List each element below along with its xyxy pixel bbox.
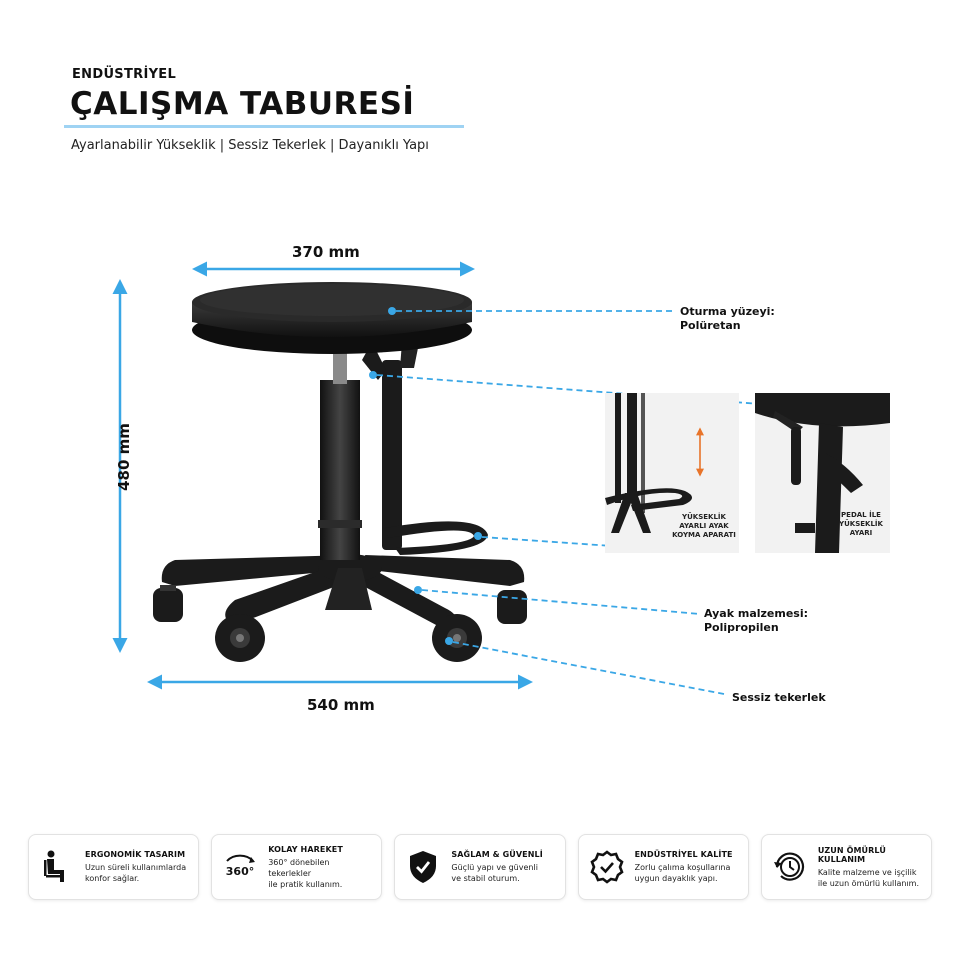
caster-back-left (153, 585, 183, 622)
product-illustration (112, 261, 761, 695)
feature-card-durability: UZUN ÖMÜRLÜ KULLANIM Kalite malzeme ve i… (760, 834, 933, 900)
eyebrow-label: ENDÜSTRİYEL (72, 67, 177, 82)
base-width-label: 540 mm (307, 696, 375, 714)
page-title: ÇALIŞMA TABURESİ (70, 86, 415, 122)
footrest-caption-line: KOYMA APARATI (672, 531, 736, 539)
seated-person-icon (37, 847, 77, 887)
seat-width-label: 370 mm (292, 243, 360, 261)
feature-title: UZUN ÖMÜRLÜ KULLANIM (817, 845, 886, 864)
seat-material-value: Polüretan (680, 319, 741, 332)
height-label: 480 mm (114, 423, 133, 491)
feature-desc-line: uygun dayaklık yapı. (634, 874, 718, 883)
feature-desc-line: Güçlü yapı ve güvenli (451, 863, 538, 872)
seat-material-title: Oturma yüzeyi: (680, 305, 775, 318)
wheel-callout: Sessiz tekerlek (732, 691, 826, 704)
quality-badge-icon (587, 847, 627, 887)
feature-card-safety: SAĞLAM & GÜVENLİ Güçlü yapı ve güvenli v… (394, 834, 566, 900)
feature-desc-line: ile pratik kullanım. (268, 879, 343, 889)
footrest-detail-illustration (605, 393, 704, 533)
feature-description: 360° dönebilen tekerlekler ile pratik ku… (268, 857, 373, 890)
title-underline (64, 125, 464, 128)
feature-desc-line: Zorlu çalıma koşullarına (634, 863, 731, 872)
shield-check-icon (403, 847, 443, 887)
feature-desc-line: konfor sağlar. (85, 874, 140, 883)
seat-material-callout: Oturma yüzeyi: Polüretan (680, 305, 775, 333)
rotate-360-icon: 360° (220, 847, 260, 887)
feature-desc-line: Uzun süreli kullanımlarda (85, 863, 187, 872)
pedal-caption-line: AYARI (849, 529, 873, 537)
feature-desc-line: ve stabil oturum. (451, 874, 520, 883)
feature-desc-line: Kalite malzeme ve işçilik (817, 867, 917, 877)
pedal-detail-illustration (755, 393, 890, 553)
callout-footrest-leader (474, 532, 613, 547)
stool (153, 282, 527, 662)
callout-base-leader (414, 586, 701, 615)
clock-cycle-icon (770, 847, 810, 887)
feature-title: KOLAY HAREKET (268, 844, 343, 854)
feature-description: Kalite malzeme ve işçilik ile uzun ömürl… (818, 867, 923, 889)
feature-card-quality: ENDÜSTRİYEL KALİTE Zorlu çalıma koşullar… (577, 834, 749, 900)
footrest-caption: YÜKSEKLİK AYARLI AYAK KOYMA APARATI (669, 513, 739, 540)
rotate-360-badge: 360° (226, 865, 254, 878)
feature-desc-line: 360° dönebilen tekerlekler (268, 857, 330, 878)
feature-title: ENDÜSTRİYEL KALİTE (634, 850, 733, 859)
feature-description: Güçlü yapı ve güvenli ve stabil oturum. (451, 862, 542, 884)
feature-card-mobility: 360° KOLAY HAREKET 360° dönebilen tekerl… (211, 834, 383, 900)
feature-description: Uzun süreli kullanımlarda konfor sağlar. (85, 862, 186, 884)
callout-wheel-leader (445, 637, 725, 695)
caster-back-right (497, 590, 527, 624)
pedal-caption: PEDAL İLE YÜKSEKLİK AYARI (831, 511, 890, 538)
feature-title: SAĞLAM & GÜVENLİ (451, 850, 543, 859)
base-material-title: Ayak malzemesi: (704, 607, 809, 620)
base-material-callout: Ayak malzemesi: Polipropilen (704, 607, 808, 635)
pedal-caption-line: YÜKSEKLİK (839, 520, 883, 528)
feature-description: Zorlu çalıma koşullarına uygun dayaklık … (635, 862, 733, 884)
footrest-caption-line: YÜKSEKLİK (682, 513, 726, 521)
callout-seat-leader (388, 307, 676, 315)
pedal-caption-line: PEDAL İLE (841, 511, 881, 519)
page-subtitle: Ayarlanabilir Yükseklik | Sessiz Tekerle… (71, 138, 429, 153)
caster-front-left (215, 614, 265, 662)
pedal-detail-inset: PEDAL İLE YÜKSEKLİK AYARI (755, 393, 890, 553)
feature-strip: ERGONOMİK TASARIM Uzun süreli kullanımla… (28, 834, 933, 900)
footrest-detail-inset: YÜKSEKLİK AYARLI AYAK KOYMA APARATI (605, 393, 739, 553)
footrest-caption-line: AYARLI AYAK (679, 522, 729, 530)
feature-card-ergonomic: ERGONOMİK TASARIM Uzun süreli kullanımla… (28, 834, 200, 900)
feature-desc-line: ile uzun ömürlü kullanım. (817, 878, 919, 888)
feature-title: ERGONOMİK TASARIM (85, 850, 186, 859)
base-material-value: Polipropilen (704, 621, 779, 634)
caster-front-right (432, 614, 482, 662)
